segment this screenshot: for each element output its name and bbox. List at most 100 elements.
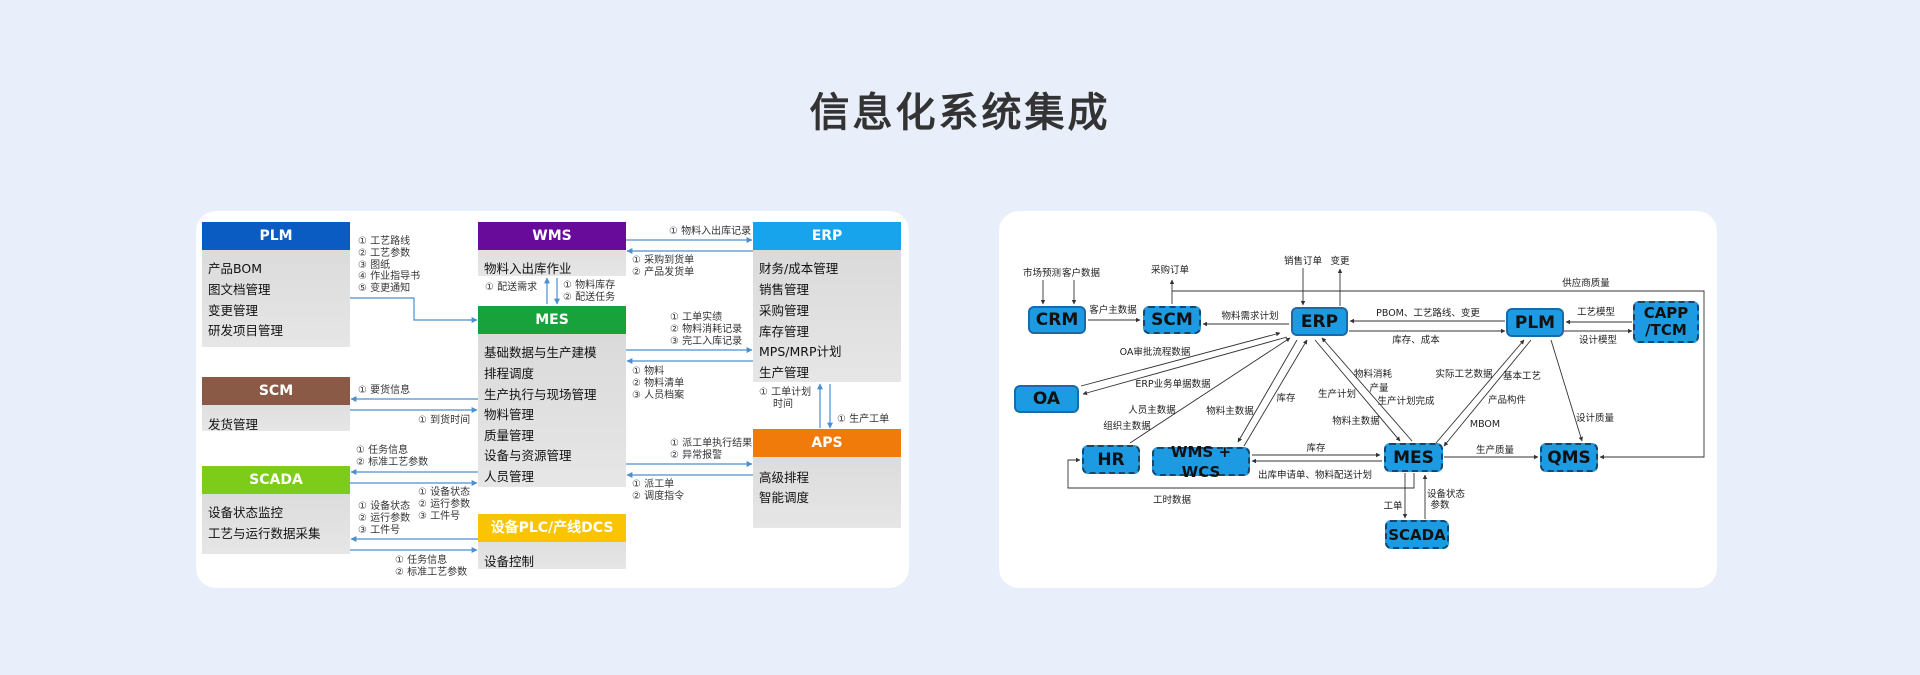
node-capp-line1: CAPP <box>1643 304 1689 322</box>
flow-label: ② 标准工艺参数 <box>395 566 468 578</box>
flow-label: 时间 <box>773 398 793 410</box>
flow-label: 实际工艺数据 <box>1435 369 1493 380</box>
system-item: 库存管理 <box>759 324 810 339</box>
flow-label: ① 采购到货单 <box>632 255 695 266</box>
node-wms-wcs: WMS + WCS <box>1152 443 1250 481</box>
system-body <box>478 306 626 487</box>
flow-label: 供应商质量 <box>1562 278 1610 289</box>
system-header: PLM <box>202 222 350 250</box>
flow-label: ① 生产工单 <box>837 414 890 425</box>
flow-label: ① 派工单 <box>632 479 675 490</box>
flow-label: 工时数据 <box>1152 495 1192 506</box>
flow-label: ⑤ 变更通知 <box>358 283 411 295</box>
flow-label: ① 配送需求 <box>485 282 538 293</box>
flow-label: 参数 <box>1430 500 1450 511</box>
flow-arrow <box>1443 339 1532 447</box>
flow-label: ③ 完工入库记录 <box>670 335 743 347</box>
flow-label: 市场预测 <box>1022 268 1062 279</box>
system-header: WMS <box>478 222 626 250</box>
flow-arrow <box>1243 339 1308 447</box>
flow-label: ERP业务单据数据 <box>1135 379 1211 390</box>
flow-label: 生产计划 <box>1317 389 1357 400</box>
flow-label: ① 工单实绩 <box>670 312 723 323</box>
flow-arrow <box>1237 339 1298 443</box>
system-header: ERP <box>753 222 901 250</box>
flow-label: ② 物料清单 <box>632 377 685 389</box>
flow-label: ① 要货信息 <box>358 385 411 396</box>
flow-label: 库存 <box>1276 393 1296 404</box>
flow-label: ③ 图纸 <box>358 259 391 271</box>
flow-label: 生产质量 <box>1475 445 1515 456</box>
flow-label: 物料主数据 <box>1206 406 1254 417</box>
flow-label: ② 异常报警 <box>670 449 723 461</box>
flow-label: ② 配送任务 <box>563 291 616 303</box>
system-item: 设备状态监控 <box>208 505 284 520</box>
flow-label: ② 工艺参数 <box>358 247 411 259</box>
flow-label: 设备状态 <box>1426 489 1466 500</box>
flow-label: 销售订单 <box>1283 256 1323 267</box>
flow-label: ④ 作业指导书 <box>358 271 421 283</box>
system-item: 变更管理 <box>208 303 259 318</box>
flow-label: 库存、成本 <box>1392 335 1440 346</box>
flow-label: 物料消耗 <box>1353 369 1393 380</box>
system-item: 采购管理 <box>759 303 810 318</box>
node-plm: PLM <box>1506 308 1564 337</box>
flow-label: ③ 人员档案 <box>632 389 685 401</box>
system-item: 智能调度 <box>759 490 810 505</box>
flow-label: 工艺模型 <box>1576 307 1616 318</box>
system-item: 销售管理 <box>759 282 810 297</box>
flow-label: ① 到货时间 <box>418 415 471 426</box>
node-capp-line2: /TCM <box>1645 321 1687 339</box>
system-item: MPS/MRP计划 <box>759 344 842 359</box>
system-item: 人员管理 <box>484 469 535 484</box>
flow-label: 人员主数据 <box>1128 405 1176 416</box>
flow-label: 客户数据 <box>1061 268 1101 279</box>
flow-label: ③ 工件号 <box>358 524 401 536</box>
system-item: 产品BOM <box>208 261 262 276</box>
flow-label: ① 派工单执行结果 <box>670 438 753 449</box>
system-item: 设备与资源管理 <box>484 448 572 463</box>
flow-label: 组织主数据 <box>1103 421 1151 432</box>
node-crm: CRM <box>1028 306 1086 334</box>
flow-label: ② 运行参数 <box>418 498 471 510</box>
flow-label: 设计模型 <box>1578 335 1618 346</box>
system-header: SCADA <box>202 466 350 494</box>
flow-arrow <box>350 297 478 323</box>
system-item: 排程调度 <box>484 366 535 381</box>
flow-label: 工单 <box>1383 501 1403 512</box>
flow-label: 生产计划完成 <box>1377 396 1435 407</box>
flow-label: 采购订单 <box>1150 265 1190 276</box>
flow-label: ① 物料入出库记录 <box>669 226 752 237</box>
flow-label: ① 设备状态 <box>358 501 411 512</box>
node-oa: OA <box>1014 385 1079 413</box>
flow-label: ② 运行参数 <box>358 512 411 524</box>
system-item: 物料管理 <box>484 407 535 422</box>
system-item: 生产执行与现场管理 <box>484 387 597 402</box>
page-title: 信息化系统集成 <box>809 90 1111 136</box>
system-item: 图文档管理 <box>208 282 271 297</box>
system-header: MES <box>478 306 626 334</box>
node-scm: SCM <box>1143 306 1201 334</box>
flow-label: 变更 <box>1330 256 1350 267</box>
system-item: 高级排程 <box>759 470 810 485</box>
flow-label: 物料主数据 <box>1332 416 1380 427</box>
system-item: 财务/成本管理 <box>759 261 839 276</box>
flow-arrow <box>1080 331 1281 387</box>
flow-label: ① 任务信息 <box>356 445 409 456</box>
flow-label: ① 物料库存 <box>563 280 616 291</box>
flow-label: OA审批流程数据 <box>1119 347 1191 358</box>
flow-arrow <box>1082 336 1288 396</box>
flow-label: PBOM、工艺路线、变更 <box>1376 308 1480 319</box>
flow-label: ① 物料 <box>632 366 665 377</box>
flow-label: 物料需求计划 <box>1221 311 1279 322</box>
flow-label: 设计质量 <box>1575 413 1615 424</box>
flow-arrow <box>1129 337 1291 444</box>
node-hr: HR <box>1082 445 1140 474</box>
flow-label: ② 标准工艺参数 <box>356 456 429 468</box>
flow-label: 出库申请单、物料配送计划 <box>1257 470 1373 481</box>
flow-label: 客户主数据 <box>1089 305 1137 316</box>
node-scada: SCADA <box>1385 520 1449 549</box>
flow-label: ① 工单计划 <box>759 387 812 398</box>
